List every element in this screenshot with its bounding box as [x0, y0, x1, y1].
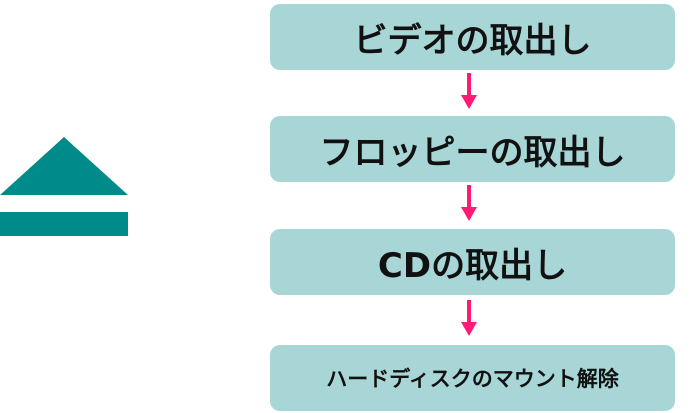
step-cd-eject: CDの取出し — [270, 229, 675, 295]
eject-bar — [0, 212, 128, 236]
eject-triangle — [0, 137, 128, 195]
down-arrow-icon — [461, 300, 477, 336]
down-arrow-icon — [461, 73, 477, 109]
step-floppy-eject: フロッピーの取出し — [270, 116, 675, 182]
eject-icon — [0, 137, 128, 237]
step-video-eject: ビデオの取出し — [270, 4, 675, 70]
step-hdd-unmount: ハードディスクのマウント解除 — [270, 345, 675, 411]
down-arrow-icon — [461, 185, 477, 221]
